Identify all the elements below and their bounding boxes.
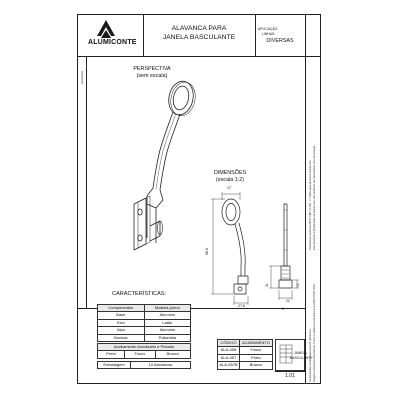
table-row: Alça Alumínio — [97, 326, 192, 335]
finish-option: Branco — [154, 350, 192, 359]
line-label: LINHAS: — [262, 32, 276, 36]
table-row: ALA-057B Branco — [217, 361, 274, 370]
dim-width-bottom: 27,6 — [238, 304, 245, 308]
dim-height-total: 96,6 — [205, 248, 209, 255]
packaging-table: Embalagem 10 Alavancas — [97, 360, 191, 370]
finish-label: Acabamento Anodizado e Pintado — [97, 342, 191, 352]
designer-label: Desenhista — [81, 71, 84, 84]
legal-note-2: Este desenho é propriedade da Alumiconte… — [312, 145, 316, 250]
page-number-divider — [275, 371, 305, 372]
drawing-sheet — [77, 14, 321, 384]
finish-cell: Preto — [238, 353, 274, 363]
title-line-1: ALAVANCA PARA — [171, 25, 227, 32]
product-label-2: BASCULANTE — [290, 356, 313, 360]
dimensions-note: (escala 1:2) — [215, 177, 245, 183]
right-margin-divider — [305, 14, 306, 384]
codes-table: CÓDIGO ACABAMENTO ALA-056 Fosco ALA-057 … — [217, 338, 274, 370]
application-label: APLICAÇÃO — [258, 27, 278, 31]
characteristics-heading: CARACTERÍSTICAS: — [112, 291, 167, 297]
lever-perspective-drawing — [133, 80, 196, 251]
material-cell: Poliamida — [143, 333, 192, 343]
legal-note-1: Tolerâncias conforme ABNT NBR 14.350 - 2… — [309, 160, 312, 250]
alumiconte-logo-mark — [97, 20, 115, 38]
drawing-area-bottom — [77, 308, 305, 309]
characteristics-col-header: Matéria-prima — [143, 303, 192, 313]
material-cell: Alumínio — [143, 311, 192, 320]
dimensions-heading: DIMENSÕES — [213, 170, 247, 176]
table-row: Base Alumínio — [97, 311, 192, 320]
finish-table: Acabamento Anodizado e Pintado Preto Fos… — [96, 342, 192, 359]
material-cell: Latão — [143, 318, 192, 328]
table-row: Embalagem 10 Alavancas — [97, 360, 191, 370]
component-cell: Base — [97, 311, 145, 320]
code-cell: ALA-056 — [217, 346, 240, 355]
table-row: ALA-056 Fosco — [217, 346, 274, 355]
dim-height-small: 10 — [296, 283, 300, 287]
finish-option: Fosco — [124, 350, 156, 359]
packaging-value: 10 Alavancas — [130, 360, 191, 370]
dim-depth: 22 — [286, 299, 290, 303]
table-row: Eixo Latão — [97, 318, 192, 328]
product-label-1: JANELA — [294, 351, 307, 355]
finish-option: Preto — [96, 350, 126, 359]
title-block-divider — [255, 14, 256, 56]
table-row: Preto Fosco Branco — [96, 350, 192, 359]
title-line-2: JANELA BASCULANTE — [162, 34, 236, 41]
code-cell: ALA-057B — [217, 361, 240, 370]
lever-dimension-drawing — [211, 192, 299, 305]
brand-name: ALUMICONTE — [88, 39, 137, 46]
product-box — [275, 339, 305, 371]
dim-height-mid: 31 — [265, 283, 269, 287]
line-value: DIVERSAS — [266, 38, 294, 44]
characteristics-col-header: Componentes — [97, 303, 145, 313]
component-cell: Alça — [97, 326, 145, 335]
dim-width-top: 17 — [227, 186, 231, 190]
codes-col-header: ACABAMENTO — [238, 338, 274, 348]
dim-thickness: 5 — [282, 307, 284, 311]
component-cell: Eixo — [97, 318, 145, 328]
perspective-note: (sem escala) — [136, 73, 168, 79]
perspective-heading: PERSPECTIVA — [133, 66, 171, 72]
characteristics-table: Componentes Matéria-prima Base Alumínio … — [97, 303, 192, 343]
title-block-divider — [143, 14, 144, 56]
material-cell: Alumínio — [143, 326, 192, 335]
finish-cell: Fosco — [238, 346, 274, 355]
finish-cell: Branco — [238, 361, 274, 370]
component-cell: Buchas — [97, 333, 145, 343]
title-block-divider — [77, 56, 321, 57]
legal-note-4: Imagens meramente ilustrativas. Todos os… — [312, 283, 316, 382]
table-row: Buchas Poliamida — [97, 333, 192, 343]
page-number: 1.01 — [285, 373, 295, 379]
table-row: ALA-057 Preto — [217, 353, 274, 363]
left-margin-divider — [86, 56, 87, 308]
codes-col-header: CÓDIGO — [217, 338, 240, 348]
packaging-label: Embalagem — [97, 360, 131, 370]
packaging-icon — [279, 344, 293, 364]
code-cell: ALA-057 — [217, 353, 240, 363]
